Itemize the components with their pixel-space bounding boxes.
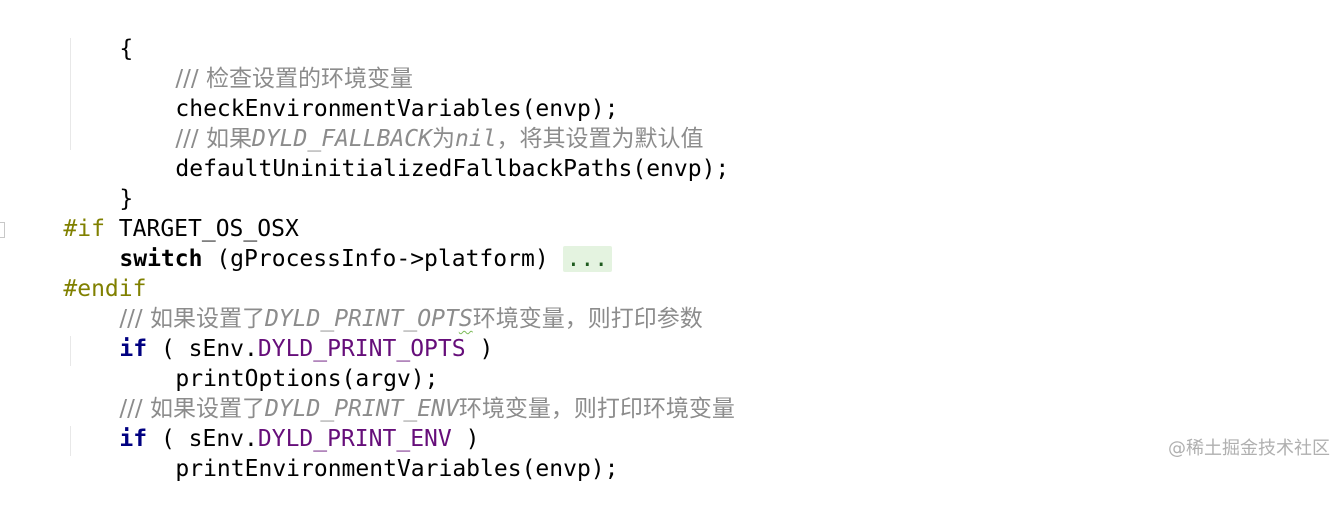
comment-mid: 为 [431, 126, 455, 152]
code-line-10: /// 如果设置了DYLD_PRINT_OPTS环境变量，则打印参数 [0, 274, 702, 332]
comment-ident-fallback: DYLD_FALLBACK [251, 126, 432, 152]
keyword-if: if [119, 426, 148, 452]
comment-suffix: ，将其设置为默认值 [496, 126, 704, 152]
folded-region-button[interactable]: ... [562, 246, 613, 272]
directive-if-condition: TARGET_OS_OSX [104, 216, 299, 242]
comment-check-env: /// 检查设置的环境变量 [175, 66, 413, 92]
call-print-env: printEnvironmentVariables(envp); [175, 456, 619, 482]
keyword-if: if [119, 336, 148, 362]
fold-marker-icon[interactable] [0, 222, 5, 238]
code-line-11: if ( sEnv.DYLD_PRINT_OPTS ) [0, 304, 493, 362]
if-close: ) [465, 336, 494, 362]
comment-prefix: /// 如果设置了 [119, 306, 265, 332]
open-brace: { [119, 36, 134, 62]
if-close: ) [451, 426, 480, 452]
switch-expression: (gProcessInfo->platform) [202, 246, 563, 272]
if-open: ( sEnv. [147, 426, 258, 452]
call-print-options: printOptions(argv); [175, 366, 439, 392]
close-brace: } [119, 186, 134, 212]
code-line-9: #endif [0, 244, 146, 302]
code-line-4: /// 如果DYLD_FALLBACK为nil，将其设置为默认值 [0, 94, 703, 152]
comment-prefix: /// 如果设置了 [119, 396, 265, 422]
member-print-opts: DYLD_PRINT_OPTS [257, 336, 466, 362]
code-line-1: { [0, 4, 133, 62]
code-line-6: } [0, 154, 133, 212]
comment-prefix: /// 如果 [175, 126, 252, 152]
call-check-env: checkEnvironmentVariables(envp); [175, 96, 619, 122]
code-line-7: #if TARGET_OS_OSX [0, 184, 298, 242]
code-line-12: printOptions(argv); [0, 334, 438, 392]
code-line-15: printEnvironmentVariables(envp); [0, 424, 618, 482]
if-open: ( sEnv. [147, 336, 258, 362]
comment-nil: nil [454, 126, 497, 152]
indent-guide-if-env [70, 426, 71, 456]
directive-if: #if [63, 216, 105, 242]
keyword-switch: switch [119, 246, 203, 272]
indent-guide-block [70, 38, 71, 150]
code-editor[interactable]: { /// 检查设置的环境变量 checkEnvironmentVariable… [0, 0, 1344, 482]
comment-suffix: 环境变量，则打印参数 [472, 306, 703, 332]
comment-ident-print-env: DYLD_PRINT_ENV [264, 396, 459, 422]
code-line-5: defaultUninitializedFallbackPaths(envp); [0, 124, 729, 182]
comment-suffix: 环境变量，则打印环境变量 [458, 396, 735, 422]
directive-endif: #endif [63, 276, 147, 302]
code-line-3: checkEnvironmentVariables(envp); [0, 64, 618, 122]
indent-guide-if-opts [70, 336, 71, 366]
member-print-env: DYLD_PRINT_ENV [257, 426, 452, 452]
code-line-14: if ( sEnv.DYLD_PRINT_ENV ) [0, 394, 479, 452]
call-default-fallback: defaultUninitializedFallbackPaths(envp); [175, 156, 730, 182]
code-line-2: /// 检查设置的环境变量 [0, 34, 413, 92]
code-line-13: /// 如果设置了DYLD_PRINT_ENV环境变量，则打印环境变量 [0, 364, 734, 422]
watermark: @稀土掘金技术社区 [1168, 438, 1330, 459]
comment-ident-print-opts: DYLD_PRINT_OPT [264, 306, 459, 332]
code-line-8: switch (gProcessInfo->platform) ... [0, 214, 613, 272]
comment-ident-print-opts-tail: S [458, 306, 473, 332]
